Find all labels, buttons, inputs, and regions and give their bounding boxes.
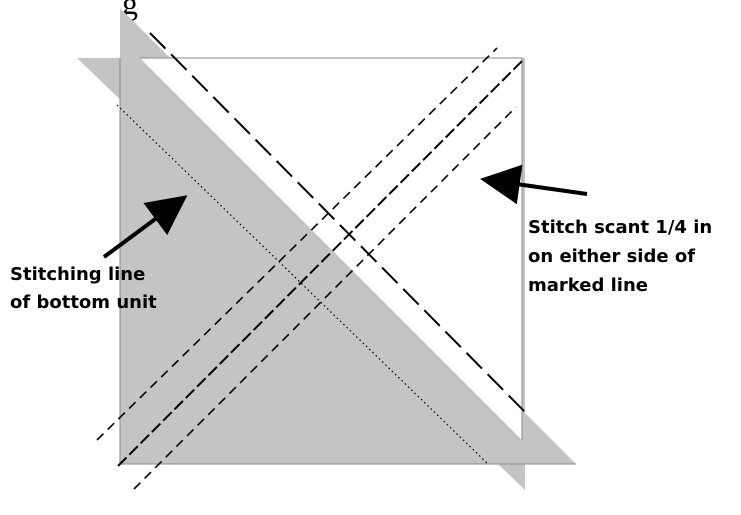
white-square-top-triangle bbox=[140, 58, 522, 440]
label-bottom-unit-line-2: of bottom unit bbox=[10, 292, 157, 313]
left-pointer-arrow bbox=[102, 195, 188, 259]
stitch-line-lower bbox=[133, 106, 517, 490]
label-bottom-unit: Stitching line of bottom unit bbox=[10, 264, 157, 313]
right-pointer-arrow bbox=[480, 164, 588, 205]
label-stitch-note-line-1: Stitch scant 1/4 in bbox=[528, 217, 712, 238]
label-stitch-note: Stitch scant 1/4 in on either side of ma… bbox=[528, 217, 712, 296]
label-stitch-note-line-2: on either side of bbox=[528, 246, 695, 267]
label-stitch-note-line-3: marked line bbox=[528, 275, 648, 296]
label-bottom-unit-line-1: Stitching line bbox=[10, 264, 145, 285]
stitch-line-upper bbox=[96, 47, 498, 441]
bottom-unit-stitching-line bbox=[116, 104, 488, 464]
